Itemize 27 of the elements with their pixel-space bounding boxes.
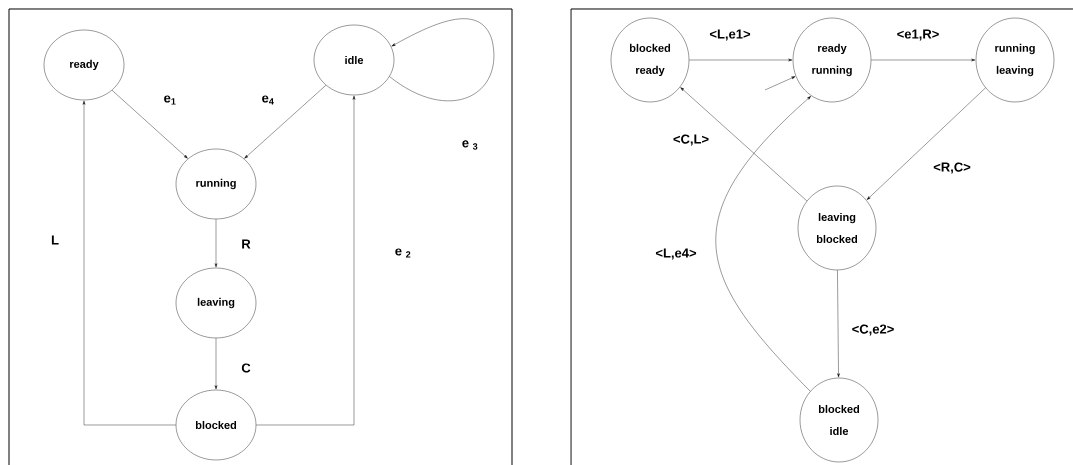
arrow — [866, 87, 986, 200]
edge-label: <e1,R> — [895, 28, 941, 42]
arrow — [82, 100, 176, 426]
edge-label: e$_{4}$ — [260, 94, 276, 106]
edge-label: <L,e4> — [654, 247, 698, 261]
arrow — [244, 85, 327, 159]
arrow — [715, 96, 811, 392]
edge-label: <R,C> — [932, 161, 972, 175]
arrow — [871, 58, 976, 62]
arrow — [689, 58, 793, 62]
edge-label: e $_{2}$ — [393, 247, 413, 259]
arrow — [214, 338, 218, 390]
edge-label: R — [240, 238, 252, 250]
arrow — [111, 90, 188, 159]
edge-label: C — [240, 362, 252, 374]
edge-label: L — [50, 234, 60, 246]
arrow — [214, 219, 218, 268]
arrow — [256, 95, 356, 426]
edge-label: e $_{3}$ — [460, 139, 480, 151]
edge-label: <C,L> — [671, 133, 711, 147]
arrow — [389, 18, 495, 101]
arrow — [764, 76, 796, 91]
arrow — [837, 270, 840, 378]
edge-label: e$_{1}$ — [162, 94, 178, 106]
edge-label: <L,e1> — [708, 28, 752, 42]
edge-label: <C,e2> — [850, 323, 896, 337]
arrow — [680, 87, 808, 202]
